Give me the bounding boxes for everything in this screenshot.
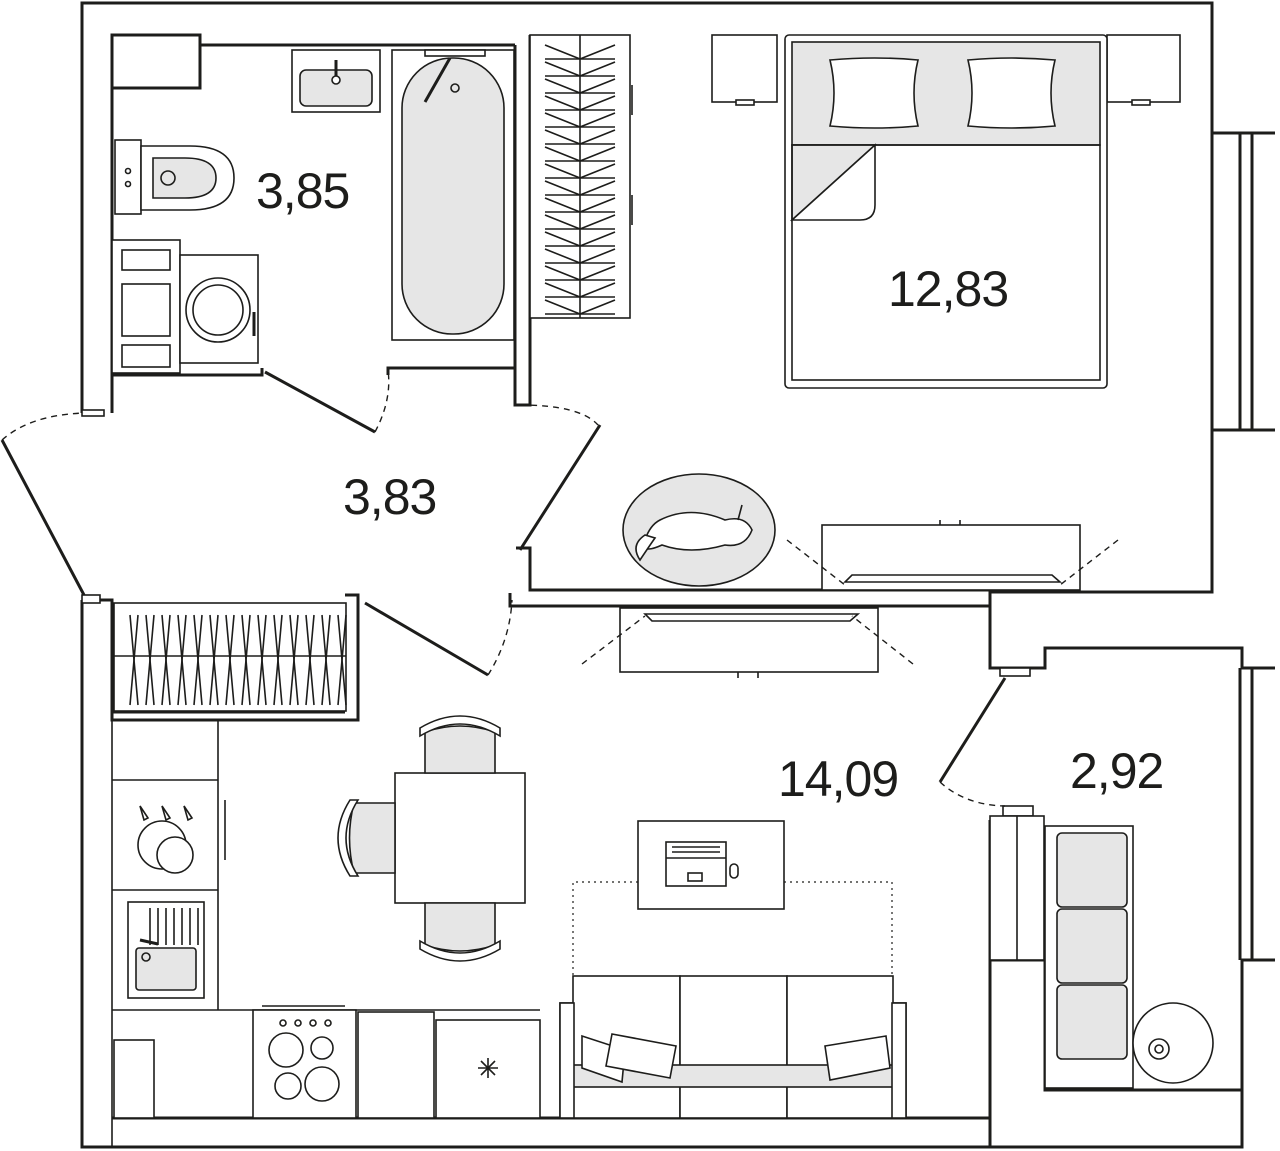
air-conditioner-icon [581,607,914,678]
hallway-area: 3,83 [343,469,436,525]
cooktop-icon [252,1005,357,1119]
kitchen-stove-icon [137,805,194,874]
balcony-sofa-icon [989,815,1134,1089]
desk-laptop-icon [572,820,893,975]
fridge-icon [435,1019,541,1119]
air-conditioner-icon [786,520,1119,591]
wardrobe-icon [113,602,347,712]
chair-icon [337,715,501,962]
sink-icon [291,49,381,113]
wardrobe-icon [529,34,633,319]
dog-rug-icon [622,473,776,587]
toilet-icon [114,139,235,215]
kitchen-counter [112,720,540,1119]
bedroom-area: 12,83 [888,261,1008,317]
doors [0,369,1007,807]
kitchen-sink-icon [127,901,205,999]
bathroom-area: 3,85 [256,163,349,219]
living-kitchen-area: 14,09 [778,751,898,807]
bathtub-icon [391,49,515,341]
round-table-icon [1132,1002,1214,1084]
dining-table-icon [394,772,526,904]
double-bed-icon [711,34,1181,389]
sofa-icon [559,975,907,1119]
pillow-icon [829,57,1056,129]
balcony-area: 2,92 [1070,743,1163,799]
washing-machine-icon [111,239,259,374]
walls [80,1,1275,1149]
